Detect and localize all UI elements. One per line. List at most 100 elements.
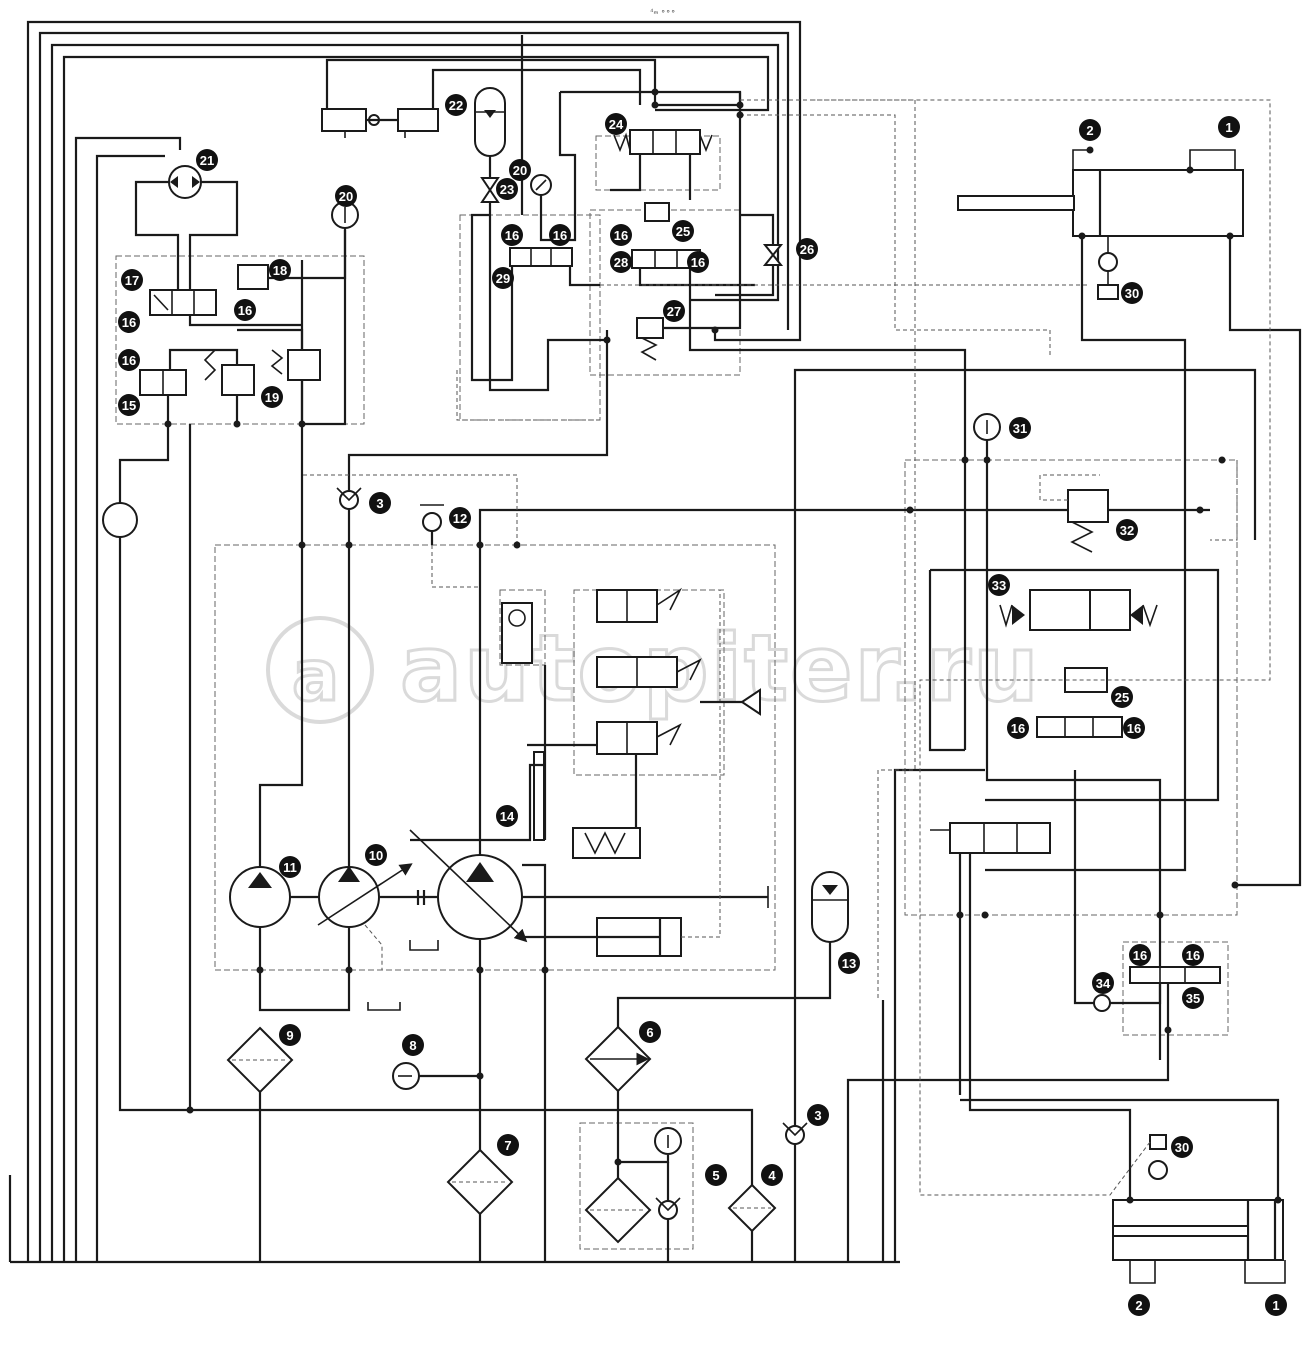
svg-text:1: 1 [1272, 1298, 1279, 1313]
svg-text:22: 22 [449, 98, 463, 113]
directional-valve-icon [1089, 589, 1131, 631]
gauge-31 [973, 413, 1162, 1060]
svg-text:15: 15 [122, 398, 136, 413]
directional-valve-icon [644, 202, 670, 222]
callout-16-i: 16 [1123, 717, 1145, 739]
callout-13: 13 [838, 952, 860, 974]
directional-valve-icon [629, 129, 701, 155]
svg-text:4: 4 [768, 1168, 776, 1183]
svg-text:25: 25 [676, 224, 690, 239]
callout-30-bottom: 30 [1171, 1136, 1193, 1158]
filter-7 [446, 1148, 514, 1262]
svg-text:6: 6 [646, 1025, 653, 1040]
callout-16-j: 16 [1129, 944, 1151, 966]
callout-7: 7 [497, 1134, 519, 1156]
breather-icon [1149, 1134, 1167, 1150]
accumulator-icon [811, 871, 849, 943]
callout-10: 10 [365, 844, 387, 866]
svg-text:13: 13 [842, 956, 856, 971]
callout-27: 27 [663, 300, 685, 322]
valve-26 [715, 213, 784, 297]
callout-3-top: 3 [369, 492, 391, 514]
filter-icon [1098, 252, 1118, 272]
svg-text:16: 16 [1011, 721, 1025, 736]
svg-text:3: 3 [814, 1108, 821, 1123]
svg-text:9: 9 [286, 1028, 293, 1043]
valve-29 [470, 92, 607, 392]
svg-text:19: 19 [265, 390, 279, 405]
shuttle-box [499, 589, 546, 666]
svg-text:32: 32 [1120, 523, 1134, 538]
callout-33: 33 [988, 574, 1010, 596]
svg-text:8: 8 [409, 1038, 416, 1053]
valves-25-right [1036, 667, 1123, 738]
svg-text:10: 10 [369, 848, 383, 863]
svg-text:25: 25 [1115, 690, 1129, 705]
callout-35: 35 [1182, 987, 1204, 1009]
gauge-8 [392, 1062, 480, 1090]
valve-32 [1039, 474, 1109, 553]
callout-11: 11 [279, 856, 301, 878]
callout-4: 4 [761, 1164, 783, 1186]
callout-17: 17 [121, 269, 143, 291]
svg-text:11: 11 [283, 860, 297, 875]
spring-cylinder-icon [572, 827, 641, 859]
svg-text:31: 31 [1013, 421, 1027, 436]
accumulator-icon [474, 87, 506, 157]
svg-text:27: 27 [667, 304, 681, 319]
callout-18: 18 [269, 259, 291, 281]
callout-9: 9 [279, 1024, 301, 1046]
filter-5-box [579, 1122, 694, 1250]
valves-25-28 [631, 202, 967, 750]
svg-text:20: 20 [339, 189, 353, 204]
check-valve-3-bottom [782, 368, 1257, 1262]
pressure-reducing-valve-icon [221, 364, 255, 396]
callout-21: 21 [196, 149, 218, 171]
check-valve-icon [422, 512, 442, 532]
svg-text:5: 5 [712, 1168, 719, 1183]
callout-12: 12 [449, 507, 471, 529]
directional-valve-icon [949, 822, 1051, 854]
callout-31: 31 [1009, 417, 1031, 439]
gauge-20-top [520, 35, 552, 218]
pump-10 [317, 330, 609, 1011]
callout-28: 28 [610, 251, 632, 273]
callout-29: 29 [492, 267, 514, 289]
breather-icon [1097, 284, 1119, 300]
callout-15: 15 [118, 394, 140, 416]
filter-9 [226, 1026, 294, 1262]
valve-24 [560, 90, 742, 200]
valve-27 [636, 92, 742, 361]
check-valve-12 [420, 504, 444, 545]
relief-valve-icon [287, 349, 321, 381]
svg-text:16: 16 [1133, 948, 1147, 963]
callout-20-top: 20 [509, 159, 531, 181]
junctions [164, 88, 1282, 1204]
svg-text:16: 16 [122, 315, 136, 330]
svg-text:17: 17 [125, 273, 139, 288]
svg-text:16: 16 [553, 228, 567, 243]
regulator-valves [302, 474, 761, 859]
callout-20-left: 20 [335, 185, 357, 207]
svg-text:26: 26 [800, 242, 814, 257]
svg-text:30: 30 [1125, 286, 1139, 301]
callout-25-right: 25 [1111, 686, 1133, 708]
svg-text:35: 35 [1186, 991, 1200, 1006]
callout-16-k: 16 [1182, 944, 1204, 966]
svg-text:14: 14 [500, 809, 515, 824]
gauge-20-left [302, 201, 359, 426]
svg-text:2: 2 [1086, 123, 1093, 138]
valve-17 [149, 230, 347, 327]
callout-16-h: 16 [1007, 717, 1029, 739]
svg-text:7: 7 [504, 1138, 511, 1153]
check-valve-icon [1093, 994, 1111, 1012]
svg-text:18: 18 [273, 263, 287, 278]
callout-2-bottom: 2 [1128, 1294, 1150, 1316]
pilot-lines [456, 99, 1238, 1000]
callout-1-bottom: 1 [1265, 1294, 1287, 1316]
callout-32: 32 [1116, 519, 1138, 541]
svg-text:30: 30 [1175, 1140, 1189, 1155]
svg-text:23: 23 [500, 182, 514, 197]
directional-valve-icon [1036, 716, 1123, 738]
